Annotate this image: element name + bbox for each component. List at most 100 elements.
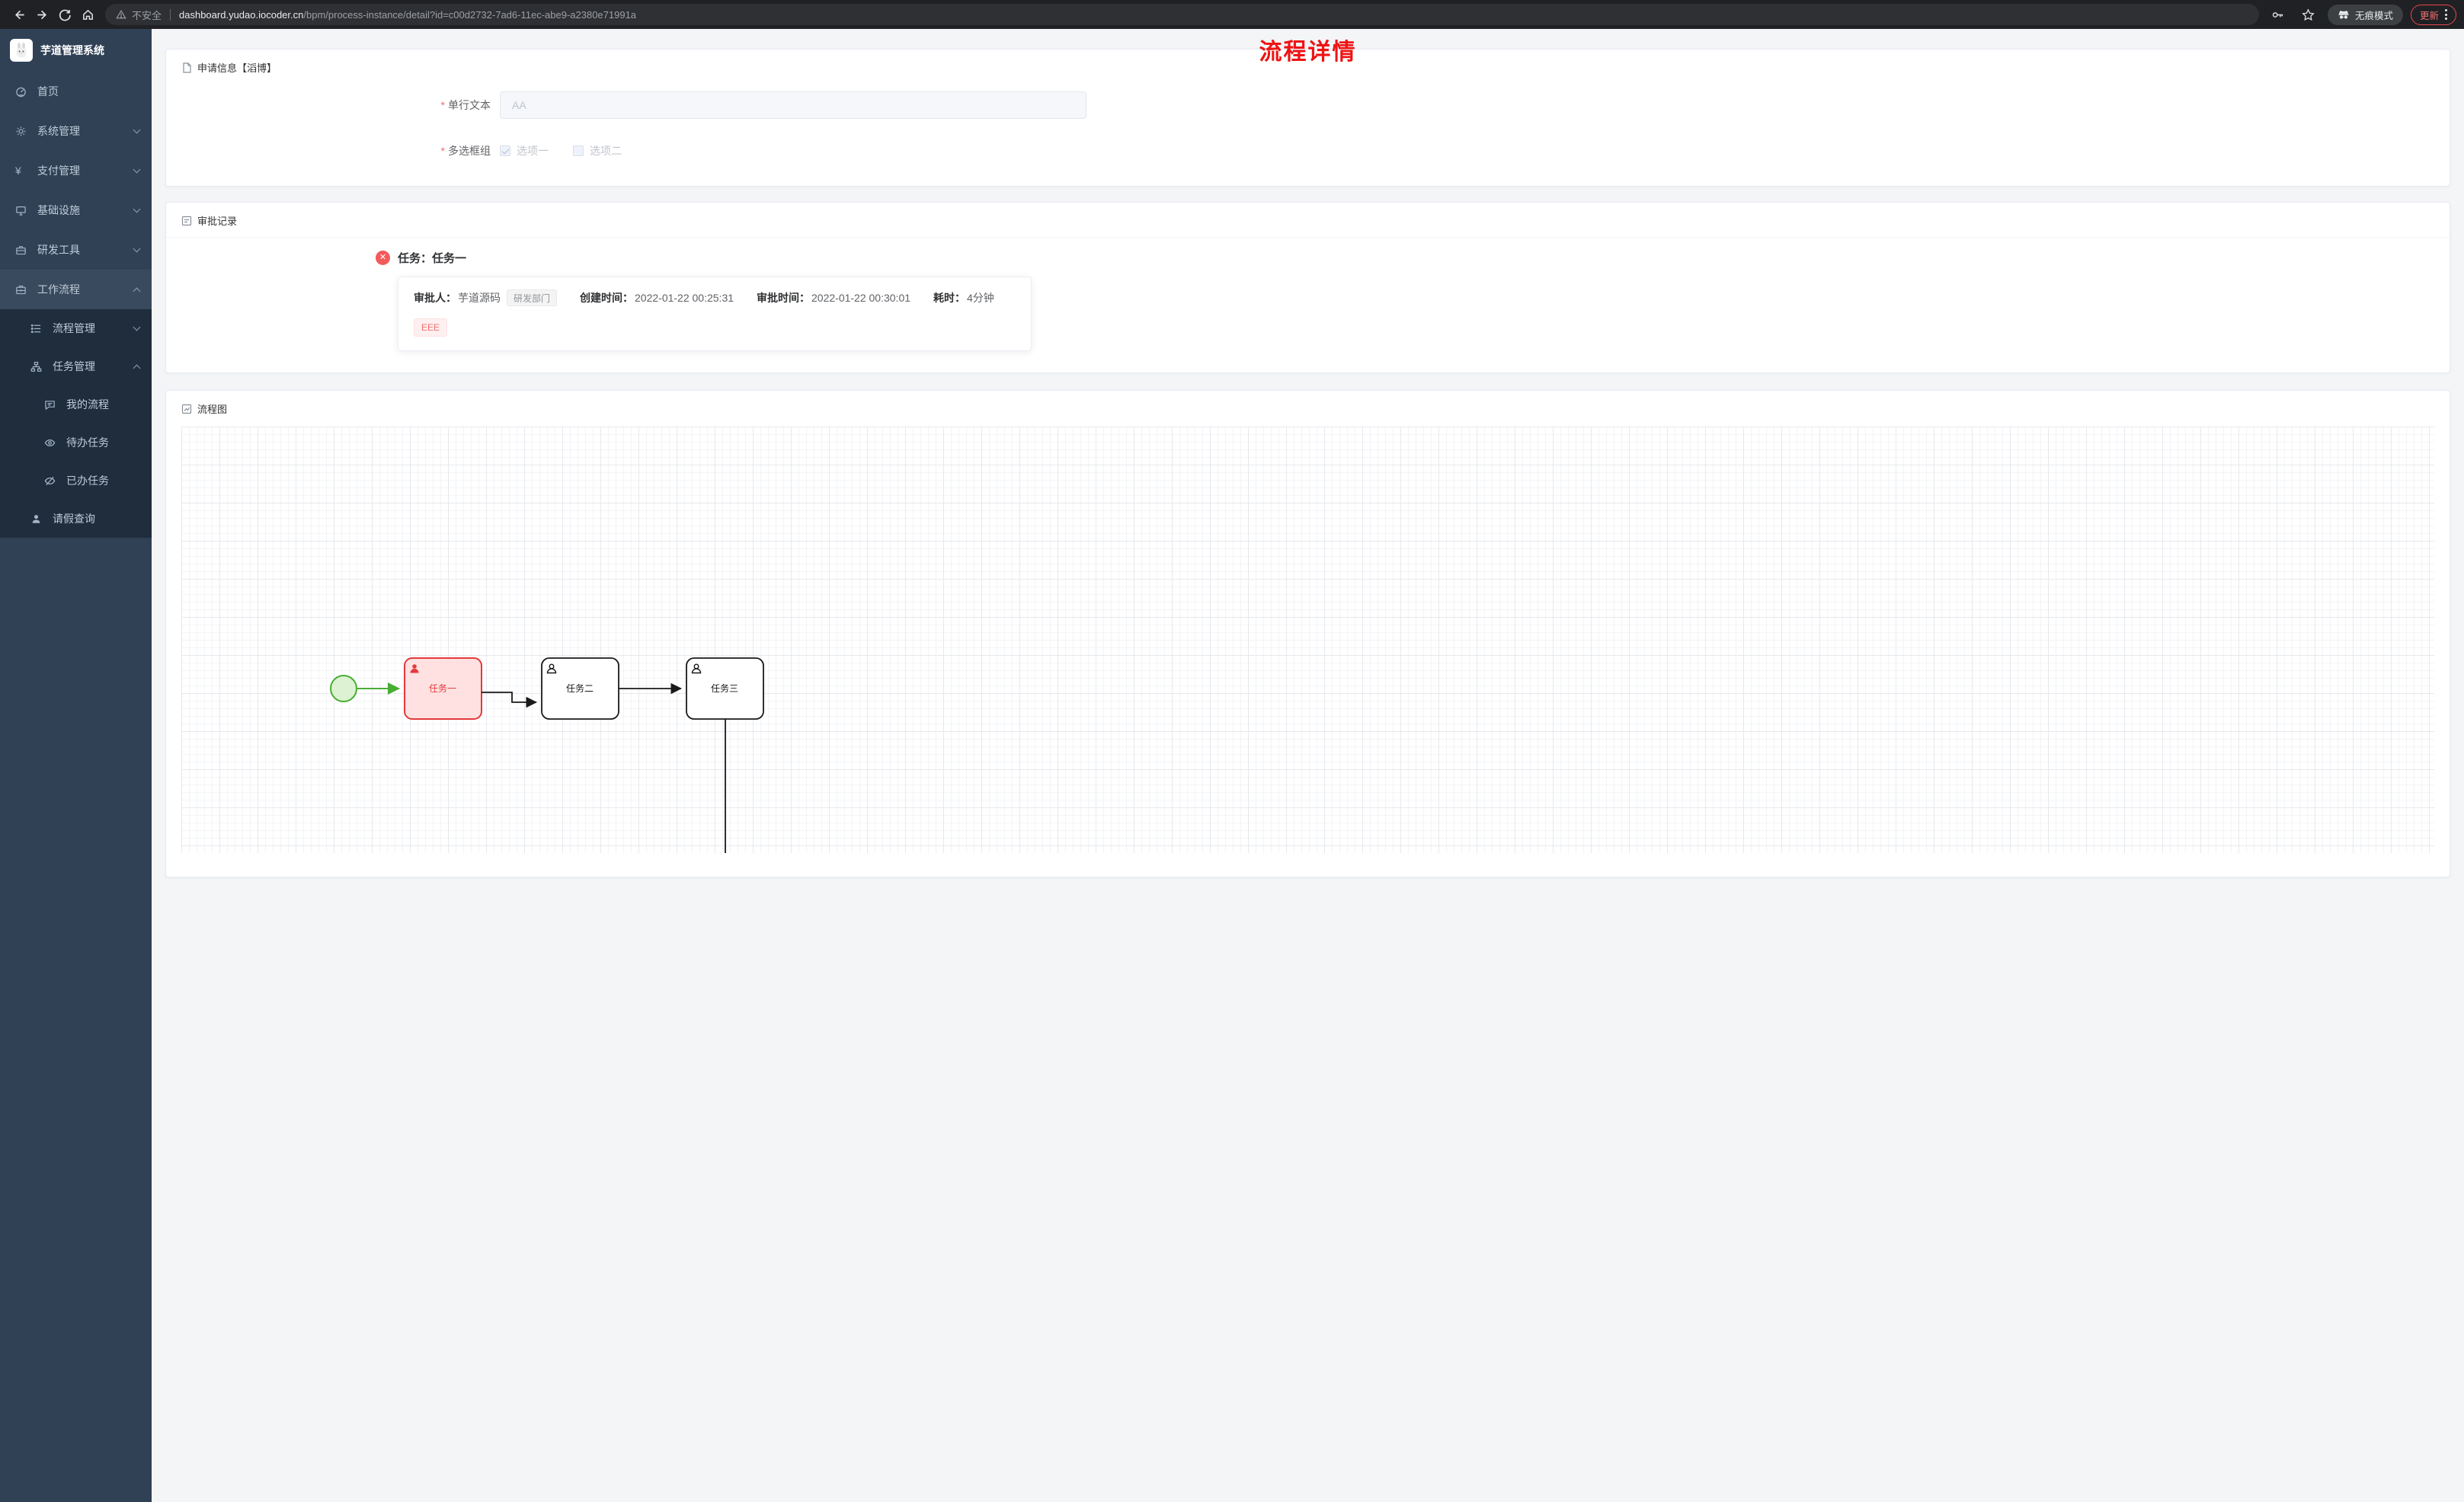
checkbox-option-1-label: 选项一: [517, 145, 549, 157]
home-icon[interactable]: [76, 3, 99, 26]
workflow-submenu: 流程管理 任务管理 我的流程 待办任务 已办任务: [0, 309, 152, 538]
sidebar: 芋道管理系统 首页 系统管理 ¥ 支付管理 基础设施 研发工具: [0, 29, 152, 1502]
apply-header-label: 申请信息【滔博】: [197, 62, 277, 74]
department-tag: 研发部门: [507, 289, 558, 306]
warning-icon: [116, 10, 126, 19]
task1-label: 任务一: [429, 682, 456, 694]
sidebar-item-home[interactable]: 首页: [0, 72, 152, 111]
sidebar-item-done-tasks[interactable]: 已办任务: [0, 462, 152, 500]
create-time-value: 2022-01-22 00:25:31: [635, 292, 734, 304]
sidebar-item-my-process[interactable]: 我的流程: [0, 385, 152, 423]
app-title: 芋道管理系统: [40, 44, 104, 56]
chevron-down-icon: [133, 165, 141, 174]
address-bar[interactable]: 不安全 dashboard.yudao.iocoder.cn/bpm/proce…: [105, 4, 2259, 25]
sidebar-item-system[interactable]: 系统管理: [0, 111, 152, 151]
document-icon: [183, 62, 191, 73]
approve-time-value: 2022-01-22 00:30:01: [811, 292, 911, 304]
task2-node[interactable]: 任务二: [541, 657, 619, 720]
chevron-down-icon: [133, 323, 141, 331]
approver-label: 审批人：: [414, 292, 456, 304]
comment-tag: EEE: [414, 318, 448, 337]
approval-record-card: 审批记录 ✕ 任务：任务一 审批人： 芋道源码 研发部门 创建时间： 2022-…: [165, 202, 2450, 373]
security-label[interactable]: 不安全: [132, 9, 162, 21]
address-divider: [170, 8, 171, 21]
diagram-icon: [181, 404, 192, 414]
incognito-badge: 无痕模式: [2327, 4, 2403, 25]
sidebar-item-infrastructure[interactable]: 基础设施: [0, 190, 152, 230]
apply-info-card: 申请信息【滔博】 单行文本 多选框组 选项一 选项二: [165, 49, 2450, 187]
approval-timeline: ✕ 任务：任务一 审批人： 芋道源码 研发部门 创建时间： 2022-01-22…: [376, 250, 2434, 351]
start-event-node[interactable]: [330, 675, 357, 702]
checkbox-option-2[interactable]: 选项二: [573, 143, 622, 158]
bpmn-diagram: 任务一 任务二 任务三: [330, 657, 764, 853]
checkbox-checked-icon[interactable]: [500, 145, 510, 156]
sitemap-icon: [30, 361, 47, 372]
sidebar-item-process-management[interactable]: 流程管理: [0, 309, 152, 347]
browser-menu-icon[interactable]: [2445, 9, 2447, 20]
incognito-icon: [2338, 11, 2349, 19]
duration-label: 耗时：: [933, 292, 966, 304]
back-icon[interactable]: [8, 3, 30, 26]
forward-icon[interactable]: [30, 3, 53, 26]
approver-name: 芋道源码: [458, 292, 501, 304]
bpmn-canvas[interactable]: 任务一 任务二 任务三: [181, 427, 2434, 853]
task2-label: 任务二: [566, 682, 594, 694]
app-logo[interactable]: 芋道管理系统: [0, 29, 152, 72]
chat-bubble-icon: [44, 399, 61, 411]
diagram-header-label: 流程图: [197, 404, 228, 415]
dashboard-icon: [15, 86, 32, 97]
monitor-icon: [15, 205, 32, 216]
approval-detail-card: 审批人： 芋道源码 研发部门 创建时间： 2022-01-22 00:25:31…: [398, 276, 1032, 351]
task3-label: 任务三: [711, 682, 738, 694]
eye-off-icon: [44, 475, 61, 487]
chevron-down-icon: [133, 244, 141, 253]
sidebar-item-workflow[interactable]: 工作流程: [0, 270, 152, 309]
browser-chrome: 不安全 dashboard.yudao.iocoder.cn/bpm/proce…: [0, 0, 2464, 29]
apply-card-header: 申请信息【滔博】: [166, 50, 2450, 84]
task1-node[interactable]: 任务一: [404, 657, 482, 720]
text-field-label: 单行文本: [166, 97, 500, 113]
sidebar-item-payment[interactable]: ¥ 支付管理: [0, 151, 152, 190]
approve-time-label: 审批时间：: [757, 292, 811, 304]
checkbox-option-1[interactable]: 选项一: [500, 143, 549, 158]
password-key-icon[interactable]: [2267, 3, 2290, 26]
list-icon: [30, 323, 47, 334]
flow-task1-to-task2: [482, 692, 537, 708]
incognito-label: 无痕模式: [2354, 10, 2393, 21]
sidebar-item-todo-tasks[interactable]: 待办任务: [0, 423, 152, 462]
approval-detail-row: 审批人： 芋道源码 研发部门 创建时间： 2022-01-22 00:25:31…: [414, 289, 1016, 306]
toolbox-icon: [15, 244, 32, 256]
bookmark-star-icon[interactable]: [2297, 3, 2320, 26]
update-label: 更新: [2419, 10, 2439, 21]
browser-update-button[interactable]: 更新: [2410, 4, 2456, 25]
eye-icon: [44, 437, 61, 449]
task-rejected-icon: ✕: [376, 251, 390, 265]
yen-icon: ¥: [15, 165, 21, 177]
url-domain: dashboard.yudao.iocoder.cn: [179, 8, 304, 21]
person-icon: [30, 513, 47, 525]
checkbox-group-label: 多选框组: [166, 143, 500, 158]
checkbox-group: 选项一 选项二: [500, 137, 622, 165]
approval-header-label: 审批记录: [197, 216, 238, 227]
task3-node[interactable]: 任务三: [686, 657, 764, 720]
checkbox-unchecked-icon[interactable]: [573, 145, 584, 156]
chevron-up-icon: [133, 364, 141, 372]
checkbox-group-row: 多选框组 选项一 选项二: [166, 137, 2450, 165]
page-title: 流程详情: [1259, 40, 1357, 65]
main-content: 流程详情 申请信息【滔博】 单行文本 多选框组 选项一 选项二: [152, 29, 2464, 1502]
single-line-text-input[interactable]: [500, 91, 1086, 119]
chevron-down-icon: [133, 205, 141, 213]
task-title: 任务：任务一: [398, 252, 467, 265]
text-field-row: 单行文本: [166, 91, 2450, 119]
duration-value: 4分钟: [967, 292, 994, 304]
chevron-up-icon: [133, 287, 141, 295]
briefcase-icon: [15, 284, 32, 296]
url-text: dashboard.yudao.iocoder.cn/bpm/process-i…: [179, 9, 636, 21]
sidebar-item-devtools[interactable]: 研发工具: [0, 230, 152, 270]
sidebar-item-task-management[interactable]: 任务管理: [0, 347, 152, 385]
process-diagram-card: 流程图: [165, 390, 2450, 877]
sidebar-item-leave-query[interactable]: 请假查询: [0, 500, 152, 538]
reload-icon[interactable]: [53, 3, 76, 26]
gear-icon: [15, 126, 32, 137]
url-path: /bpm/process-instance/detail?id=c00d2732…: [303, 8, 637, 21]
